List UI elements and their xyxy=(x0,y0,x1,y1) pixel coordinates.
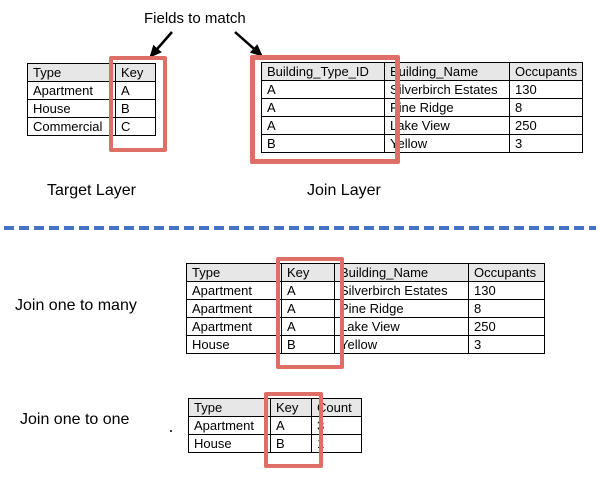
cell: Yellow xyxy=(334,335,469,354)
cell: Lake View xyxy=(384,116,510,135)
table-row: Apartment A xyxy=(27,81,156,100)
cell: House xyxy=(188,434,271,453)
cell: 3 xyxy=(468,335,545,354)
cell: 130 xyxy=(468,281,545,300)
table-row: House B xyxy=(27,99,156,118)
column-header: Occupants xyxy=(468,263,545,282)
table-row: Apartment A 3 xyxy=(188,416,362,435)
table-header-row: Type Key Building_Name Occupants xyxy=(186,263,545,282)
column-header: Building_Type_ID xyxy=(261,62,385,81)
cell: Yellow xyxy=(384,134,510,153)
column-header: Type xyxy=(186,263,282,282)
column-header: Building_Name xyxy=(334,263,469,282)
table-header-row: Type Key Count xyxy=(188,398,362,417)
column-header: Key xyxy=(270,398,312,417)
cell: 8 xyxy=(508,98,584,117)
column-header: Building_Name xyxy=(384,62,510,81)
cell: House xyxy=(186,335,282,354)
cell: Apartment xyxy=(186,281,282,300)
cell: A xyxy=(261,98,385,117)
cell: 130 xyxy=(508,80,584,99)
cell: A xyxy=(115,81,156,100)
cell: A xyxy=(281,317,335,336)
table-row: House B Yellow 3 xyxy=(186,335,545,354)
fields-to-match-arrows xyxy=(149,31,263,58)
cell: A xyxy=(281,299,335,318)
cell: B xyxy=(261,134,385,153)
cell: A xyxy=(261,116,385,135)
table-row: B Yellow 3 xyxy=(261,134,584,153)
arrow-to-target-key-icon xyxy=(149,31,173,58)
cell: Apartment xyxy=(186,299,282,318)
cell: Pine Ridge xyxy=(384,98,510,117)
stray-period xyxy=(170,430,172,432)
cell: Apartment xyxy=(188,416,271,435)
cell: A xyxy=(281,281,335,300)
cell: 1 xyxy=(311,434,362,453)
cell: B xyxy=(281,335,335,354)
column-header: Key xyxy=(281,263,335,282)
cell: B xyxy=(270,434,312,453)
column-header: Count xyxy=(311,398,362,417)
cell: A xyxy=(261,80,385,99)
column-header: Type xyxy=(188,398,271,417)
arrow-to-join-key-icon xyxy=(234,31,263,57)
cell: Lake View xyxy=(334,317,469,336)
one-to-one-table: Type Key Count Apartment A 3 House B 1 xyxy=(188,398,362,453)
cell: House xyxy=(27,99,116,118)
column-header: Type xyxy=(27,63,116,82)
one-to-many-table: Type Key Building_Name Occupants Apartme… xyxy=(186,263,545,354)
cell: C xyxy=(115,117,156,136)
section-divider xyxy=(4,226,596,230)
cell: Silverbirch Estates xyxy=(384,80,510,99)
cell: 3 xyxy=(508,134,584,153)
one-to-one-caption: Join one to one xyxy=(20,411,130,428)
table-header-row: Type Key xyxy=(27,63,156,82)
fields-to-match-label: Fields to match xyxy=(144,10,246,27)
cell: 250 xyxy=(468,317,545,336)
table-row: Commercial C xyxy=(27,117,156,136)
cell: Apartment xyxy=(27,81,116,100)
column-header: Occupants xyxy=(508,62,584,81)
cell: A xyxy=(270,416,312,435)
join-layer-caption: Join Layer xyxy=(307,182,381,199)
cell: 3 xyxy=(311,416,362,435)
cell: Apartment xyxy=(186,317,282,336)
join-layer-table: Building_Type_ID Building_Name Occupants… xyxy=(261,62,584,153)
one-to-many-caption: Join one to many xyxy=(15,297,137,314)
table-row: Apartment A Pine Ridge 8 xyxy=(186,299,545,318)
table-header-row: Building_Type_ID Building_Name Occupants xyxy=(261,62,584,81)
table-row: Apartment A Silverbirch Estates 130 xyxy=(186,281,545,300)
cell: 8 xyxy=(468,299,545,318)
cell: Silverbirch Estates xyxy=(334,281,469,300)
cell: Pine Ridge xyxy=(334,299,469,318)
table-row: House B 1 xyxy=(188,434,362,453)
table-row: A Lake View 250 xyxy=(261,116,584,135)
cell: Commercial xyxy=(27,117,116,136)
table-row: Apartment A Lake View 250 xyxy=(186,317,545,336)
target-layer-table: Type Key Apartment A House B Commercial … xyxy=(27,63,156,136)
target-layer-caption: Target Layer xyxy=(47,182,136,199)
column-header: Key xyxy=(115,63,156,82)
cell: 250 xyxy=(508,116,584,135)
cell: B xyxy=(115,99,156,118)
table-row: A Pine Ridge 8 xyxy=(261,98,584,117)
table-row: A Silverbirch Estates 130 xyxy=(261,80,584,99)
